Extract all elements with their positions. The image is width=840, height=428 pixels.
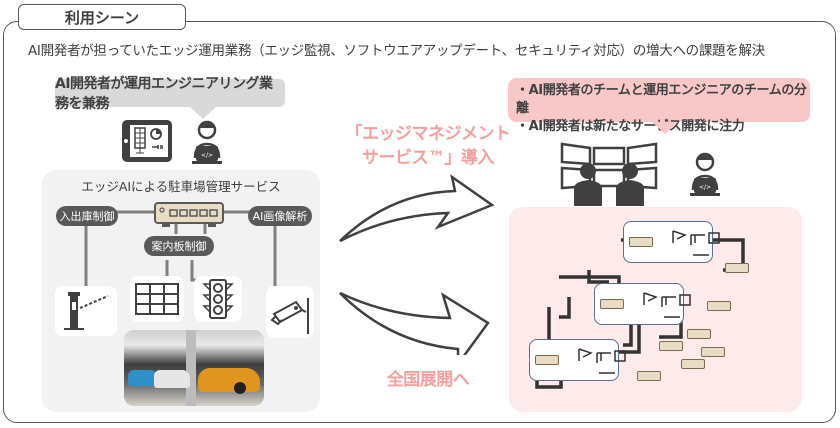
parking-service-panel: エッジAIによる駐車場管理サービス 入出庫制御 案内板制御 AI画像解析: [42, 170, 320, 412]
router-icon: [687, 329, 711, 339]
arrow-icons: [339, 174, 495, 355]
callout-line-2: ・AI開発者は新たなサービス開発に注力: [516, 119, 745, 134]
nationwide-text: 全国展開へ: [386, 370, 470, 390]
developer-icon: </>: [690, 152, 720, 196]
left-icons: </>: [122, 120, 222, 164]
ops-team-icon: [560, 142, 658, 190]
site-3-equipment-icon: [578, 348, 626, 374]
image-analysis-label: AI画像解析: [248, 206, 312, 226]
left-callout: AI開発者が運用エンジニアリング業務を兼務: [55, 76, 285, 119]
parking-garage-photo: [124, 330, 264, 406]
intro-line-2: サービス™」導入: [362, 148, 495, 168]
right-icons: </>: [560, 142, 720, 206]
headline: AI開発者が担っていたエッジ運用業務（エッジ監視、ソフトウエアアップデート、セキ…: [28, 43, 765, 59]
edge-site-3: [529, 339, 619, 381]
router-icon: [707, 301, 731, 311]
service-intro-text: 「エッジマネジメント サービス™」導入: [338, 122, 518, 170]
edge-router-icon: [154, 202, 224, 227]
right-callout: ・AI開発者のチームと運用エンジニアのチームの分離 ・AI開発者は新たなサービス…: [508, 78, 810, 134]
engineers-icon: [574, 163, 644, 206]
network-panel: [509, 207, 802, 412]
callout-line-1: ・AI開発者のチームと運用エンジニアのチームの分離: [516, 83, 807, 116]
router-icon: [637, 371, 661, 381]
entry-exit-label: 入出庫制御: [56, 206, 118, 226]
router-icon: [600, 299, 624, 309]
panel-title: エッジAIによる駐車場管理サービス: [81, 179, 281, 194]
traffic-light-icon: [194, 276, 242, 322]
svg-text:</>: </>: [201, 152, 213, 159]
security-camera-icon: [266, 286, 314, 338]
router-icon: [535, 355, 559, 365]
arrow-bottom-icon: [339, 291, 490, 355]
developer-icon: </>: [192, 120, 222, 164]
edge-site-1: [623, 221, 713, 263]
display-board-icon: [130, 276, 184, 322]
router-icon: [659, 341, 683, 351]
svg-text:</>: </>: [699, 184, 711, 191]
guidance-board-label: 案内板制御: [144, 236, 214, 256]
tablet-dashboard-icon: [122, 120, 172, 162]
site-2-equipment-icon: [643, 292, 691, 318]
arrow-top-icon: [339, 174, 495, 243]
router-icon: [681, 359, 705, 369]
router-icon: [725, 263, 749, 273]
site-1-equipment-icon: [672, 230, 720, 256]
router-icon: [629, 237, 653, 247]
router-icon: [701, 347, 725, 357]
section-title: 利用シーン: [18, 4, 186, 30]
gate-barrier-icon: [55, 286, 117, 336]
intro-line-1: 「エッジマネジメント: [345, 124, 512, 144]
